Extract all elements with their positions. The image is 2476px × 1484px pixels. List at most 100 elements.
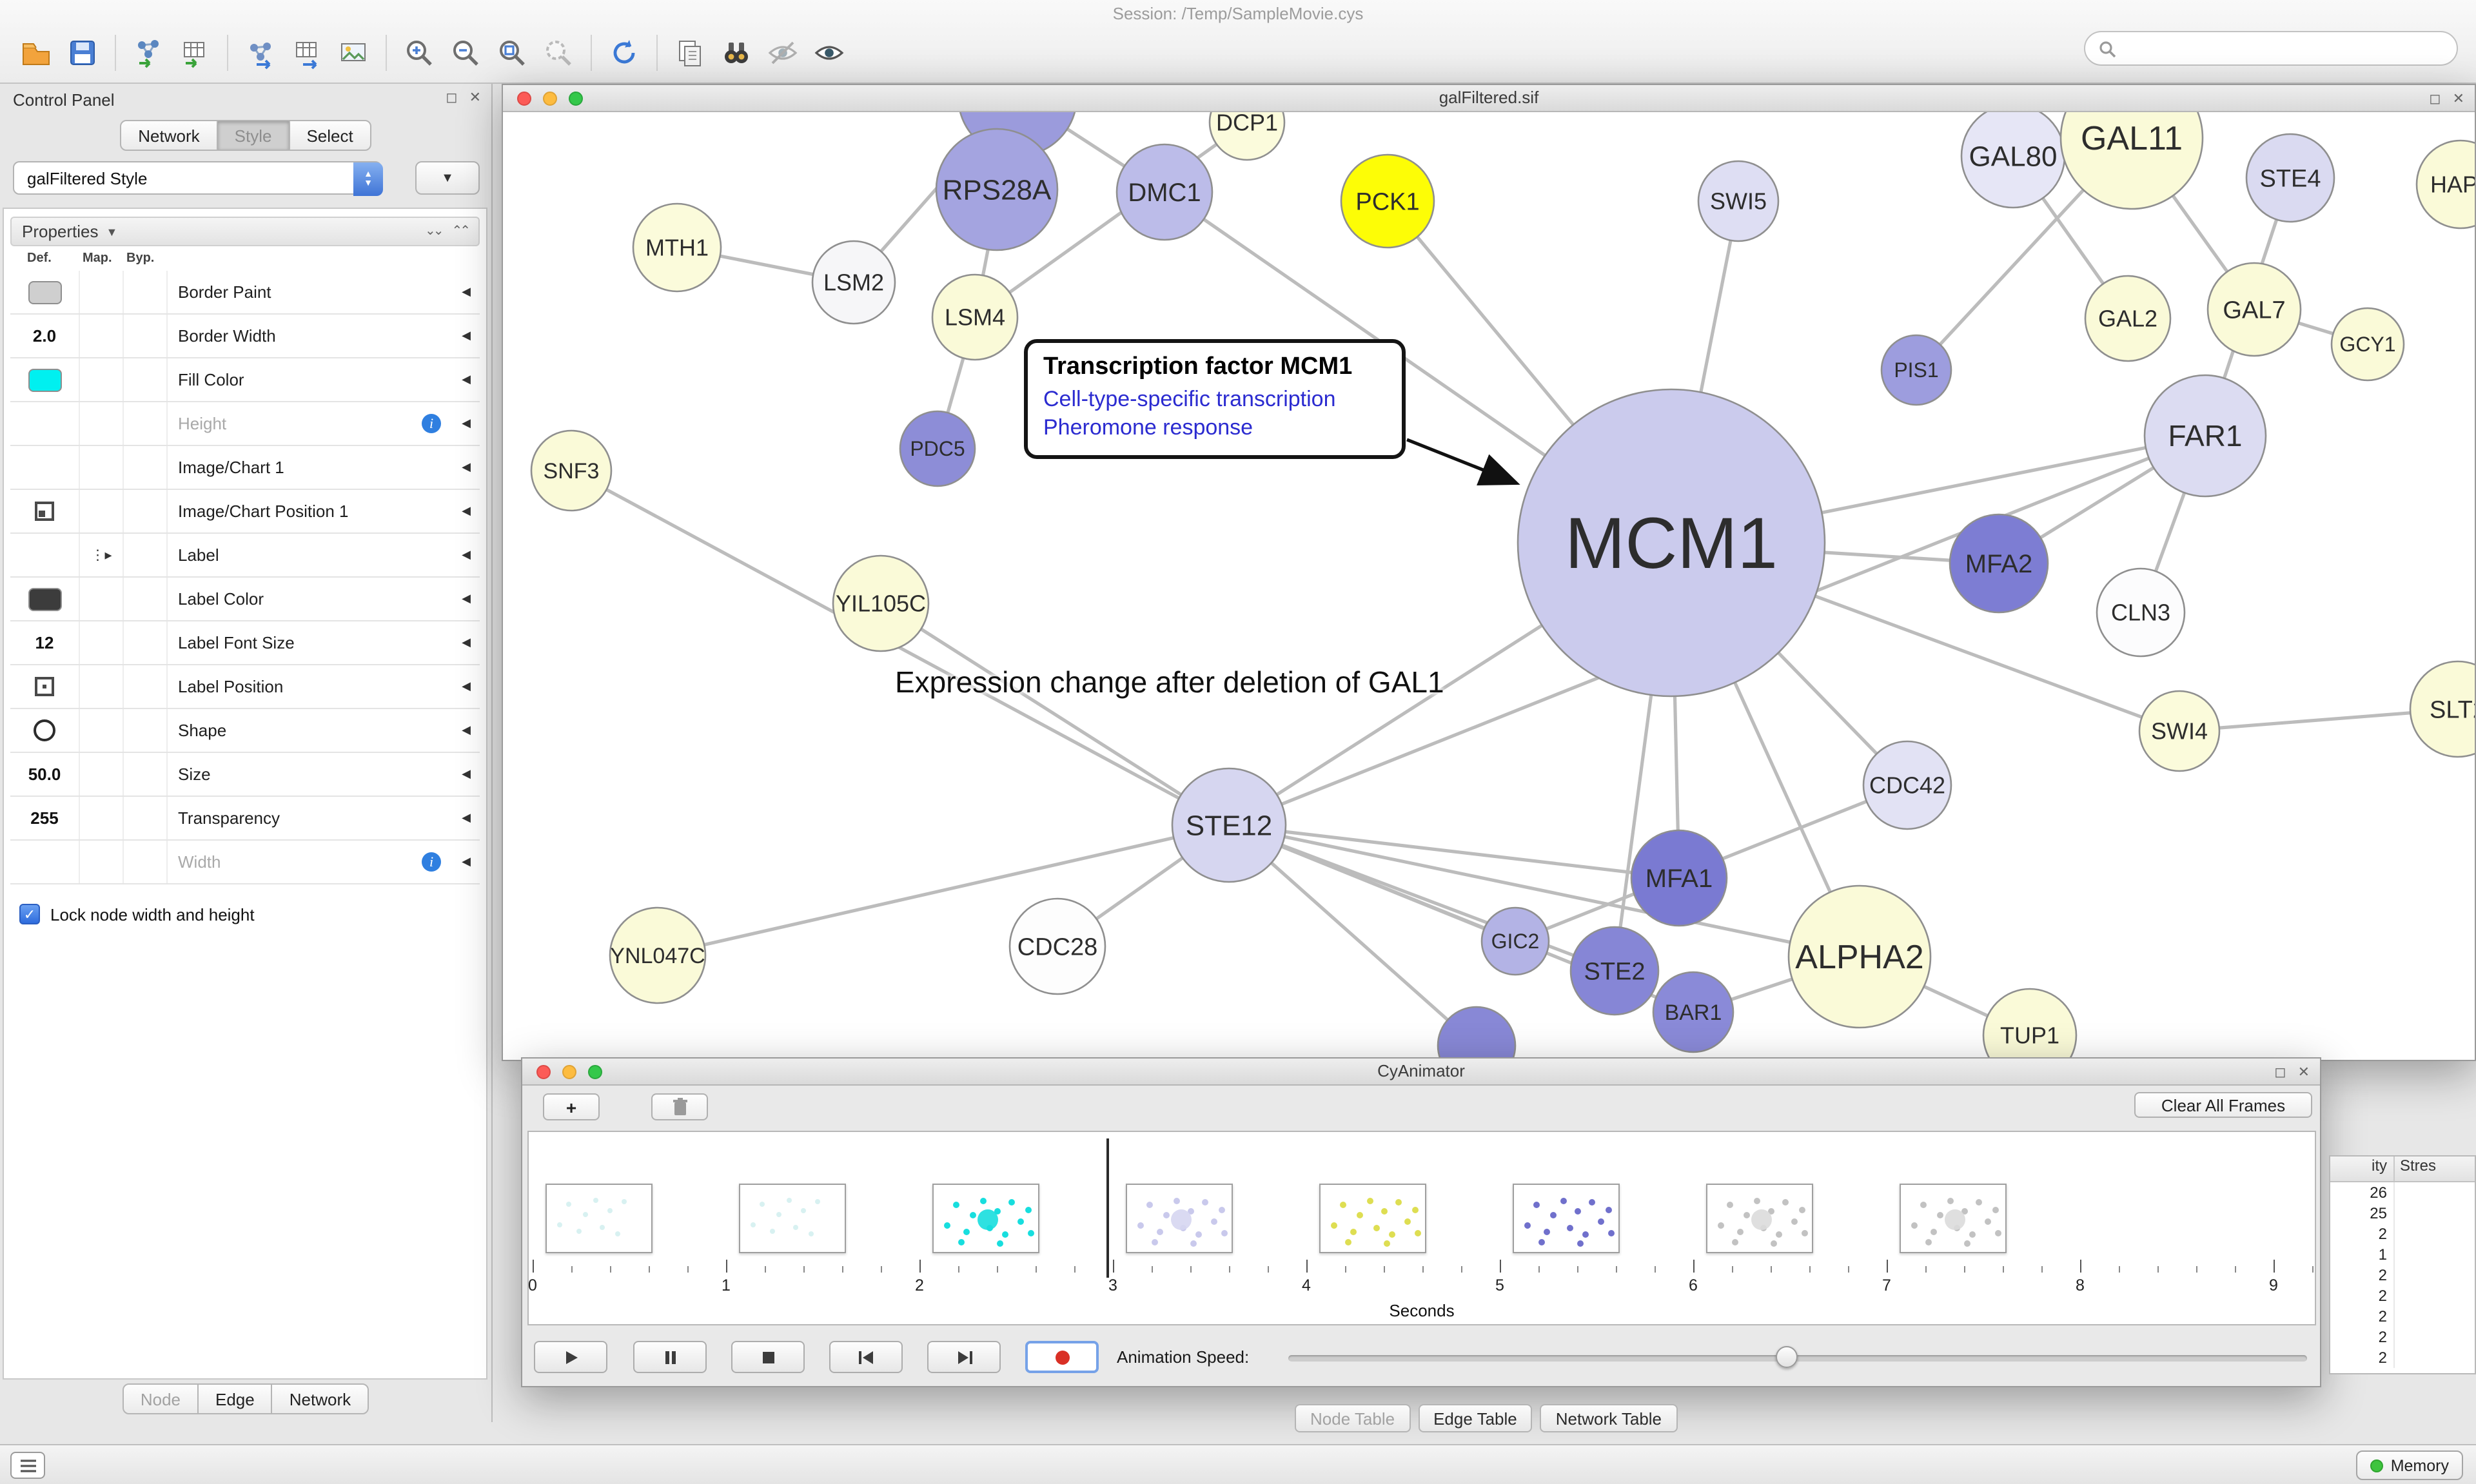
bypass-cell[interactable]: [124, 446, 168, 489]
clear-all-frames-button[interactable]: Clear All Frames: [2134, 1092, 2312, 1118]
import-table-icon[interactable]: [172, 30, 218, 76]
table-row[interactable]: 2: [2330, 1347, 2475, 1368]
network-node-cdc28[interactable]: CDC28: [1008, 897, 1106, 995]
bypass-cell[interactable]: [124, 841, 168, 883]
mapping-cell[interactable]: [80, 665, 124, 708]
network-edge-STE12-MFA1[interactable]: [1228, 823, 1680, 880]
info-icon[interactable]: i: [422, 414, 441, 433]
skip-to-end-button[interactable]: [927, 1341, 1001, 1373]
network-node-gal7[interactable]: GAL7: [2206, 262, 2302, 357]
collapse-arrow-icon[interactable]: ◀: [462, 504, 471, 517]
network-node-mcm1[interactable]: MCM1: [1517, 388, 1826, 698]
close-panel-icon[interactable]: ✕: [469, 90, 481, 106]
color-swatch[interactable]: [28, 280, 61, 304]
collapse-arrow-icon[interactable]: ◀: [462, 329, 471, 342]
default-value-cell[interactable]: [10, 446, 80, 489]
table-row[interactable]: 2: [2330, 1265, 2475, 1285]
property-row-image-chart-position-1[interactable]: Image/Chart Position 1◀: [10, 490, 480, 534]
color-swatch[interactable]: [28, 368, 61, 391]
property-row-image-chart-1[interactable]: Image/Chart 1◀: [10, 446, 480, 490]
panel-tab-edge[interactable]: Edge: [197, 1383, 273, 1414]
mapping-cell[interactable]: [80, 446, 124, 489]
table-row[interactable]: 2: [2330, 1285, 2475, 1306]
copy-style-icon[interactable]: [667, 30, 713, 76]
stop-button[interactable]: [731, 1341, 805, 1373]
network-node-pis1[interactable]: PIS1: [1880, 334, 1952, 406]
bypass-cell[interactable]: [124, 578, 168, 620]
mcm1-annotation-box[interactable]: Transcription factor MCM1 Cell-type-spec…: [1024, 339, 1406, 459]
bypass-cell[interactable]: [124, 797, 168, 839]
network-node-far1[interactable]: FAR1: [2143, 374, 2267, 498]
frame-thumbnail-2[interactable]: [932, 1184, 1039, 1253]
default-value-cell[interactable]: [10, 271, 80, 313]
mapping-cell[interactable]: [80, 271, 124, 313]
network-node-ste12[interactable]: STE12: [1171, 767, 1287, 883]
frame-thumbnail-5[interactable]: [1513, 1184, 1620, 1253]
zoom-window-icon[interactable]: [588, 1065, 602, 1079]
network-caption-annotation[interactable]: Expression change after deletion of GAL1: [895, 665, 1444, 699]
bypass-cell[interactable]: [124, 490, 168, 532]
search-input[interactable]: [2124, 39, 2444, 58]
collapse-arrow-icon[interactable]: ◀: [462, 767, 471, 780]
collapse-arrow-icon[interactable]: ◀: [462, 416, 471, 429]
network-canvas[interactable]: RPS28BRPS28ADMC1DCP1PCK1SWI5GAL80GAL11ST…: [503, 112, 2475, 1060]
network-node-mfa2[interactable]: MFA2: [1949, 513, 2049, 614]
default-value-cell[interactable]: [10, 402, 80, 445]
annotation-link-2[interactable]: Pheromone response: [1043, 415, 1253, 440]
tab-select[interactable]: Select: [288, 120, 371, 151]
network-node-cdc42[interactable]: CDC42: [1862, 740, 1952, 830]
network-node-ste4[interactable]: STE4: [2245, 133, 2335, 223]
property-row-label-color[interactable]: Label Color◀: [10, 578, 480, 621]
default-value-cell[interactable]: [10, 490, 80, 532]
network-node-mth1[interactable]: MTH1: [632, 202, 722, 293]
mapping-cell[interactable]: [80, 358, 124, 401]
network-node-dmc1[interactable]: DMC1: [1115, 143, 1213, 241]
tab-node-table[interactable]: Node Table: [1295, 1404, 1411, 1432]
collapse-arrow-icon[interactable]: ◀: [462, 636, 471, 649]
mapping-cell[interactable]: [80, 797, 124, 839]
default-value-cell[interactable]: [10, 578, 80, 620]
import-network-icon[interactable]: [125, 30, 172, 76]
export-table-icon[interactable]: [284, 30, 330, 76]
property-row-label[interactable]: Label◀: [10, 534, 480, 578]
record-button[interactable]: [1025, 1341, 1099, 1373]
network-node-tup1[interactable]: TUP1: [1982, 988, 2078, 1060]
cyanimator-titlebar[interactable]: CyAnimator ◻ ✕: [522, 1059, 2320, 1086]
close-window-icon[interactable]: [536, 1065, 551, 1079]
playhead[interactable]: [1106, 1138, 1109, 1278]
network-node-hap2[interactable]: HAP2: [2415, 139, 2475, 229]
pause-button[interactable]: [633, 1341, 707, 1373]
network-node-snf3[interactable]: SNF3: [530, 429, 613, 512]
mapping-cell[interactable]: [80, 534, 124, 576]
mapping-cell[interactable]: [80, 709, 124, 752]
table-row[interactable]: 2: [2330, 1306, 2475, 1327]
zoom-fit-icon[interactable]: [489, 30, 535, 76]
refresh-icon[interactable]: [601, 30, 647, 76]
speed-slider-handle[interactable]: [1776, 1346, 1798, 1368]
animation-speed-slider[interactable]: [1288, 1355, 2307, 1362]
table-row[interactable]: 2: [2330, 1327, 2475, 1347]
panel-tab-network[interactable]: Network: [271, 1383, 369, 1414]
frame-thumbnail-1[interactable]: [739, 1184, 846, 1253]
close-window-x-icon[interactable]: ✕: [2297, 1065, 2310, 1080]
color-swatch[interactable]: [28, 587, 61, 610]
tab-style[interactable]: Style: [216, 120, 290, 151]
collapse-arrow-icon[interactable]: ◀: [462, 592, 471, 605]
float-window-icon[interactable]: ◻: [2274, 1065, 2286, 1080]
bypass-cell[interactable]: [124, 315, 168, 357]
float-panel-icon[interactable]: ◻: [446, 90, 458, 106]
mapping-cell[interactable]: [80, 753, 124, 796]
zoom-window-icon[interactable]: [569, 92, 583, 106]
search-field[interactable]: [2084, 31, 2458, 66]
network-node-ste2[interactable]: STE2: [1569, 926, 1660, 1016]
property-row-label-position[interactable]: Label Position◀: [10, 665, 480, 709]
panel-tab-node[interactable]: Node: [122, 1383, 199, 1414]
tab-edge-table[interactable]: Edge Table: [1418, 1404, 1533, 1432]
default-value-cell[interactable]: [10, 709, 80, 752]
